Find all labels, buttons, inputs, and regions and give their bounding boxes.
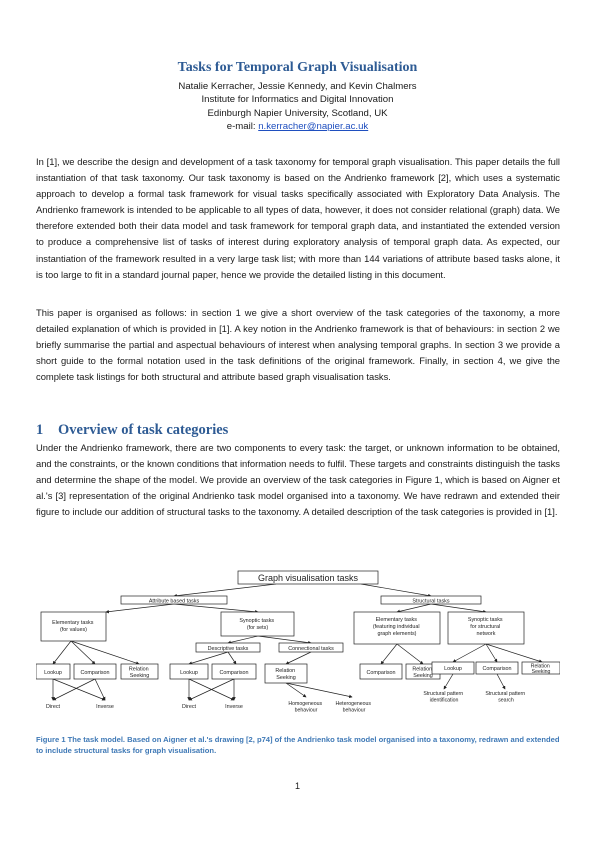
subleaf-pattern-identification: Structural pattern identification xyxy=(423,691,464,704)
node-descriptive: Descriptive tasks xyxy=(208,646,249,652)
leaf-relation-3: Relation Seeking xyxy=(412,667,433,680)
node-synoptic-line-1: Synoptic tasks xyxy=(239,618,274,624)
subleaf-pattern-identification-line-2: identification xyxy=(430,698,459,704)
leaf-lookup-1: Lookup xyxy=(44,670,62,676)
leaf-lookup-4: Lookup xyxy=(444,666,462,672)
node-attribute: Attribute based tasks xyxy=(149,599,200,605)
diagram-connectors xyxy=(51,583,543,701)
leaf-relation-3-line-1: Relation xyxy=(412,667,432,673)
node-root: Graph visualisation tasks xyxy=(258,573,359,583)
leaf-relation-1: Relation Seeking xyxy=(129,667,150,680)
leaf-comparison-2: Comparison xyxy=(219,670,248,676)
taxonomy-diagram: Graph visualisation tasks Attribute base… xyxy=(36,570,560,714)
node-structural-elementary: Elementary tasks (featuring individual g… xyxy=(373,617,421,637)
authors: Natalie Kerracher, Jessie Kennedy, and K… xyxy=(178,81,417,92)
node-structural-elementary-line-3: graph elements) xyxy=(378,631,417,637)
node-structural-elementary-line-1: Elementary tasks xyxy=(376,617,418,623)
page-number: 1 xyxy=(294,781,300,791)
leaf-relation-4-line-2: Seeking xyxy=(532,669,551,675)
node-structural-synoptic-line-1: Synoptic tasks xyxy=(468,617,503,623)
leaf-comparison-1: Comparison xyxy=(80,670,109,676)
subleaf-inverse-1: Inverse xyxy=(96,704,114,710)
leaf-relation-3-line-2: Seeking xyxy=(413,673,432,679)
node-structural-synoptic: Synoptic tasks for structural network xyxy=(468,617,504,637)
subleaf-homogeneous: Homogeneous behaviour xyxy=(288,701,323,714)
subleaf-pattern-search-line-1: Structural pattern xyxy=(485,691,525,697)
node-elementary-line-2: (for values) xyxy=(60,627,87,633)
leaf-comparison-4: Comparison xyxy=(482,666,511,672)
node-elementary-line-1: Elementary tasks xyxy=(52,620,94,626)
subleaf-direct-2: Direct xyxy=(182,704,197,710)
email-link[interactable]: n.kerracher@napier.ac.uk xyxy=(258,121,369,133)
section-title: Overview of task categories xyxy=(58,422,229,438)
intro-paragraph-1: In [1], we describe the design and devel… xyxy=(36,156,560,280)
section-number: 1 xyxy=(36,422,44,438)
subleaf-inverse-2: Inverse xyxy=(225,704,243,710)
email-line: e-mail: n.kerracher@napier.ac.uk xyxy=(0,120,595,133)
leaf-relation-4-line-1: Relation xyxy=(531,664,550,670)
leaf-relation-1-line-1: Relation xyxy=(129,667,149,673)
node-elementary: Elementary tasks (for values) xyxy=(52,620,95,633)
subleaf-homogeneous-line-1: Homogeneous xyxy=(288,701,322,707)
leaf-comparison-3: Comparison xyxy=(366,670,395,676)
subleaf-pattern-identification-line-1: Structural pattern xyxy=(423,691,463,697)
intro-paragraph-2: This paper is organised as follows: in s… xyxy=(36,307,560,383)
location: Edinburgh Napier University, Scotland, U… xyxy=(207,107,388,119)
author-block: Natalie Kerracher, Jessie Kennedy, and K… xyxy=(0,80,595,134)
email-label: e-mail: xyxy=(226,121,259,133)
node-structural-elementary-line-2: (featuring individual xyxy=(373,624,420,630)
subleaf-pattern-search-line-2: search xyxy=(498,698,514,704)
node-structural-synoptic-line-3: network xyxy=(477,631,496,637)
node-structural-synoptic-line-2: for structural xyxy=(470,624,500,630)
section-heading: 1 Overview of task categories xyxy=(36,422,560,439)
paper-title: Tasks for Temporal Graph Visualisation xyxy=(177,60,418,75)
subleaf-heterogeneous-line-1: Heterogeneous xyxy=(336,701,372,707)
figure-task-taxonomy: Graph visualisation tasks Attribute base… xyxy=(36,566,560,720)
leaf-relation-1-line-2: Seeking xyxy=(130,673,149,679)
leaf-relation-2: Relation Seeking xyxy=(275,668,296,681)
node-structural: Structural tasks xyxy=(412,599,449,605)
figure-caption: Figure 1 The task model. Based on Aigner… xyxy=(36,735,560,755)
subleaf-direct-1: Direct xyxy=(46,704,61,710)
node-synoptic: Synoptic tasks (for sets) xyxy=(239,618,275,631)
node-connectional: Connectional tasks xyxy=(288,646,334,652)
leaf-relation-4: Relation Seeking xyxy=(531,664,552,676)
affiliation: Institute for Informatics and Digital In… xyxy=(201,94,394,106)
leaf-relation-2-line-1: Relation xyxy=(275,668,295,674)
section-paragraph: Under the Andrienko framework, there are… xyxy=(36,442,560,518)
diagram-boxes xyxy=(36,570,560,684)
subleaf-homogeneous-line-2: behaviour xyxy=(295,708,318,714)
subleaf-heterogeneous-line-2: behaviour xyxy=(343,708,366,714)
node-synoptic-line-2: (for sets) xyxy=(247,625,268,631)
leaf-lookup-2: Lookup xyxy=(180,670,198,676)
subleaf-heterogeneous: Heterogeneous behaviour xyxy=(336,701,373,714)
leaf-relation-2-line-2: Seeking xyxy=(276,675,295,681)
subleaf-pattern-search: Structural pattern search xyxy=(485,691,526,704)
